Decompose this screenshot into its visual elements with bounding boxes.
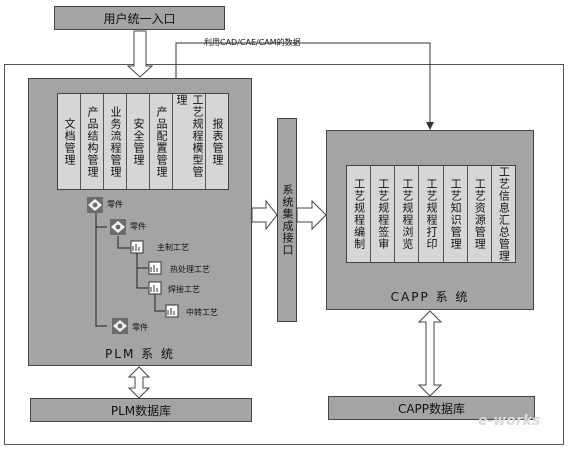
plm-module-3[interactable]: 安全管理 [127, 94, 150, 189]
capp-db-double-arrow [417, 310, 443, 397]
process-icon-main [130, 240, 144, 254]
plm-db-double-arrow [127, 366, 151, 399]
cad-data-arrowhead [426, 122, 434, 130]
capp-module-1[interactable]: 工艺规程签审 [371, 166, 396, 262]
plm-module-1[interactable]: 产品结构管理 [81, 94, 104, 189]
plm-database-box[interactable]: PLM数据库 [30, 398, 252, 422]
plm-module-4[interactable]: 产品配置管理 [150, 94, 173, 189]
capp-title: CAPP 系 统 [390, 289, 470, 304]
outer-frame [4, 64, 564, 445]
process-icon-transfer [165, 304, 179, 318]
capp-module-0[interactable]: 工艺规程编制 [347, 166, 372, 262]
tree-part-2-label[interactable]: 零件 [130, 222, 146, 231]
plm-module-panel: 文档管理 产品结构管理 业务流程管理 安全管理 产品配置管理 工艺规程模型管理 … [57, 93, 229, 190]
plm-database-label: PLM数据库 [110, 403, 172, 418]
capp-database-box[interactable]: CAPP数据库 [328, 396, 535, 420]
capp-module-4[interactable]: 工艺知识管理 [444, 166, 468, 262]
interface-to-capp-arrow [296, 199, 327, 231]
tree-part-1-label[interactable]: 零件 [107, 200, 123, 209]
capp-module-6[interactable]: 工艺信息汇总管理 [497, 166, 511, 262]
integration-interface-box[interactable]: 系统集成接口 [277, 118, 297, 322]
watermark: e-works [478, 413, 541, 429]
tree-heat-process-label[interactable]: 热处理工艺 [170, 265, 210, 274]
cad-data-line [175, 42, 431, 124]
part-icon-3 [112, 318, 128, 334]
tree-part-3-label[interactable]: 零件 [132, 323, 148, 332]
tree-transfer-process-label[interactable]: 中转工艺 [186, 308, 218, 317]
tree-main-process-label[interactable]: 主制工艺 [157, 243, 189, 252]
capp-database-label: CAPP数据库 [397, 401, 466, 416]
entry-down-arrow [126, 30, 154, 78]
user-entry-box[interactable]: 用户统一入口 [54, 6, 225, 30]
process-icon-weld [148, 281, 162, 295]
plm-module-0[interactable]: 文档管理 [58, 94, 81, 189]
integration-interface-label: 系统集成接口 [281, 184, 294, 256]
capp-module-2[interactable]: 工艺规程浏览 [395, 166, 420, 262]
plm-module-5[interactable]: 工艺规程模型管理 [173, 94, 206, 189]
capp-module-5[interactable]: 工艺资源管理 [468, 166, 492, 262]
capp-module-3[interactable]: 工艺规程打印 [419, 166, 444, 262]
tree-lines [95, 211, 165, 327]
tree-weld-process-label[interactable]: 焊接工艺 [168, 285, 200, 294]
part-icon-2 [110, 219, 126, 235]
part-icon-1 [87, 197, 103, 213]
process-icon-heat [148, 261, 162, 275]
plm-module-6[interactable]: 报表管理 [211, 117, 224, 166]
user-entry-label: 用户统一入口 [103, 11, 176, 26]
plm-to-interface-arrow [251, 199, 278, 231]
plm-title: PLM 系 统 [105, 346, 175, 361]
plm-module-2[interactable]: 业务流程管理 [104, 94, 127, 189]
capp-module-panel: 工艺规程编制 工艺规程签审 工艺规程浏览 工艺规程打印 工艺知识管理 工艺资源管… [346, 165, 516, 263]
